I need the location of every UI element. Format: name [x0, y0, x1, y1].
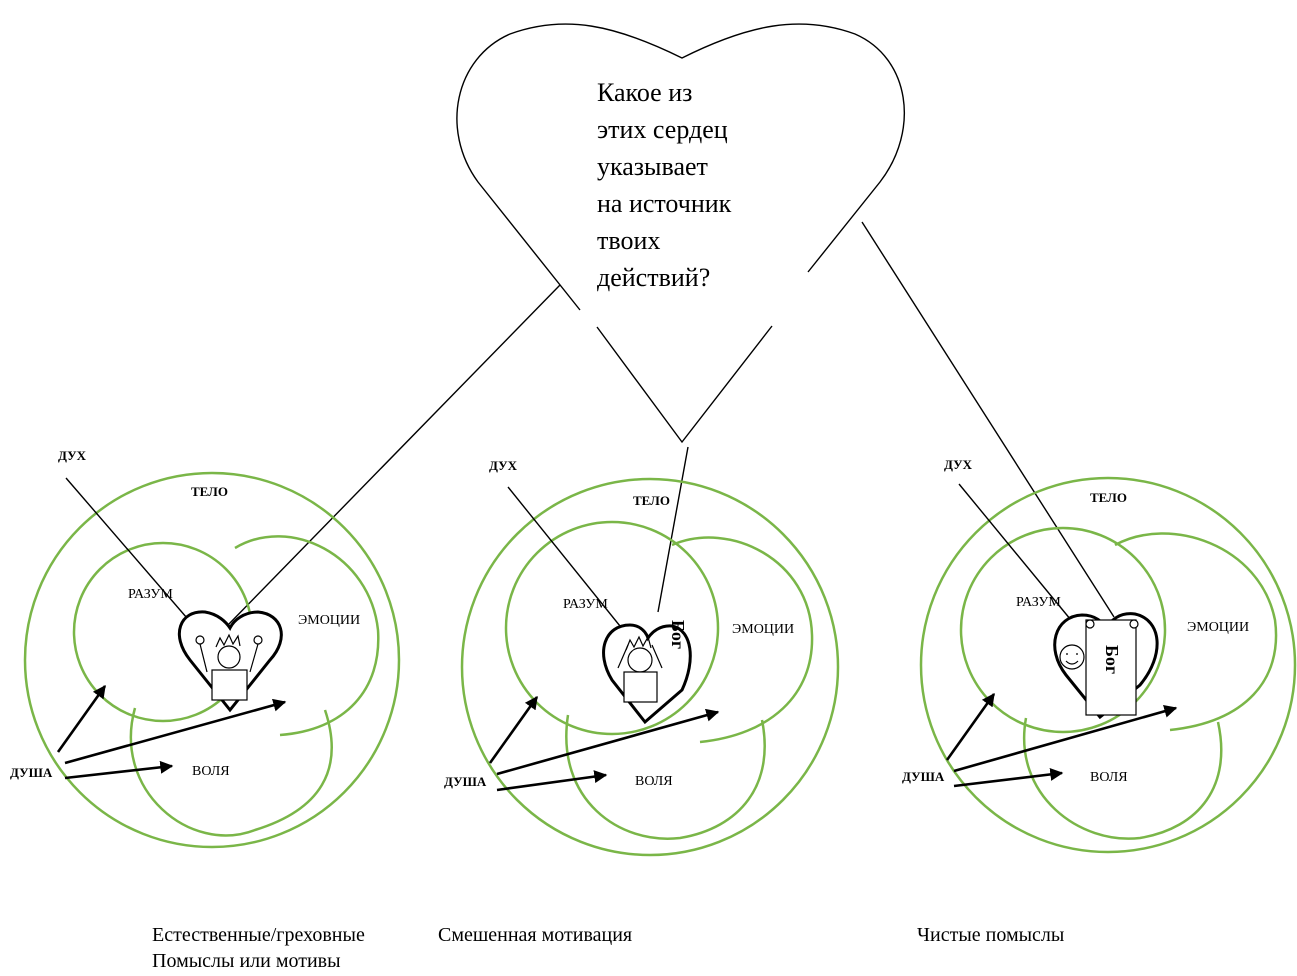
mind-ring	[504, 520, 720, 736]
question-text: Какое из этих сердец указывает на источн…	[597, 74, 797, 296]
diagram-natural: ДУХ ТЕЛО РАЗУМ ЭМОЦИИ ВОЛЯ ДУША	[10, 448, 401, 849]
mind-label: РАЗУМ	[563, 597, 608, 612]
diagram-pure: ДУХ ТЕЛО РАЗУМ ЭМОЦИИ ВОЛЯ ДУША Бог	[902, 457, 1297, 854]
soul-arrow-will	[953, 767, 1064, 788]
body-label: ТЕЛО	[191, 484, 228, 499]
question-line: на источник	[597, 189, 732, 218]
question-heart-bottom	[596, 325, 773, 444]
will-label: ВОЛЯ	[192, 764, 230, 779]
will-ring	[1023, 717, 1223, 840]
connector-line-middle	[657, 446, 689, 613]
body-label: ТЕЛО	[1090, 490, 1127, 505]
caption-line: Чистые помыслы	[917, 924, 1065, 946]
god-label: Бог	[1102, 645, 1122, 674]
spirit-label: ДУХ	[489, 458, 518, 473]
question-line: действий?	[597, 263, 711, 292]
diagram-mixed: ДУХ ТЕЛО РАЗУМ ЭМОЦИИ ВОЛЯ ДУША Бог	[444, 458, 840, 857]
connector-line-left	[227, 284, 561, 626]
question-line: указывает	[597, 152, 708, 181]
question-line: этих сердец	[597, 115, 728, 144]
god-label: Бог	[668, 620, 688, 649]
body-ring	[919, 476, 1297, 854]
spirit-label: ДУХ	[944, 457, 973, 472]
caption-mixed: Смешенная мотивация	[438, 922, 632, 948]
spirit-pointer	[65, 477, 194, 626]
emotions-label: ЭМОЦИИ	[732, 622, 794, 637]
soul-arrow-emotions	[496, 708, 720, 776]
question-line: твоих	[597, 226, 661, 255]
soul-label: ДУША	[444, 774, 487, 789]
connector-line-right	[861, 221, 1115, 618]
soul-arrow-will	[496, 770, 608, 792]
emotions-ring	[671, 536, 814, 744]
soul-arrow-emotions	[64, 698, 287, 765]
mixed-heart-icon	[602, 623, 692, 725]
spirit-label: ДУХ	[58, 448, 87, 463]
emotions-ring	[1114, 532, 1278, 732]
soul-arrow-mind	[56, 684, 107, 753]
mind-ring	[959, 526, 1167, 734]
body-ring	[460, 477, 840, 857]
soul-arrow-mind	[945, 692, 996, 761]
caption-pure: Чистые помыслы	[917, 922, 1064, 948]
soul-arrow-mind	[488, 695, 539, 764]
spirit-pointer	[958, 483, 1081, 632]
body-ring	[23, 471, 401, 849]
emotions-label: ЭМОЦИИ	[298, 613, 360, 628]
mind-label: РАЗУМ	[128, 587, 173, 602]
will-ring	[129, 707, 333, 837]
caption-line: Смешенная мотивация	[438, 924, 633, 946]
caption-line: Помыслы или мотивы	[152, 950, 341, 972]
caption-natural: Естественные/греховные Помыслы или мотив…	[152, 922, 365, 974]
self-heart-icon	[177, 610, 283, 713]
emotions-ring	[234, 535, 380, 737]
caption-line: Естественные/греховные	[152, 924, 365, 946]
soul-arrow-will	[64, 760, 174, 780]
soul-label: ДУША	[10, 765, 53, 780]
will-label: ВОЛЯ	[635, 774, 673, 789]
mind-label: РАЗУМ	[1016, 595, 1061, 610]
body-label: ТЕЛО	[633, 493, 670, 508]
question-line: Какое из	[597, 78, 693, 107]
question-heart	[456, 23, 906, 311]
soul-label: ДУША	[902, 769, 945, 784]
soul-arrow-emotions	[953, 704, 1178, 773]
spirit-pointer	[507, 486, 629, 637]
pure-heart-icon	[1053, 612, 1159, 720]
emotions-label: ЭМОЦИИ	[1187, 620, 1249, 635]
will-label: ВОЛЯ	[1090, 770, 1128, 785]
